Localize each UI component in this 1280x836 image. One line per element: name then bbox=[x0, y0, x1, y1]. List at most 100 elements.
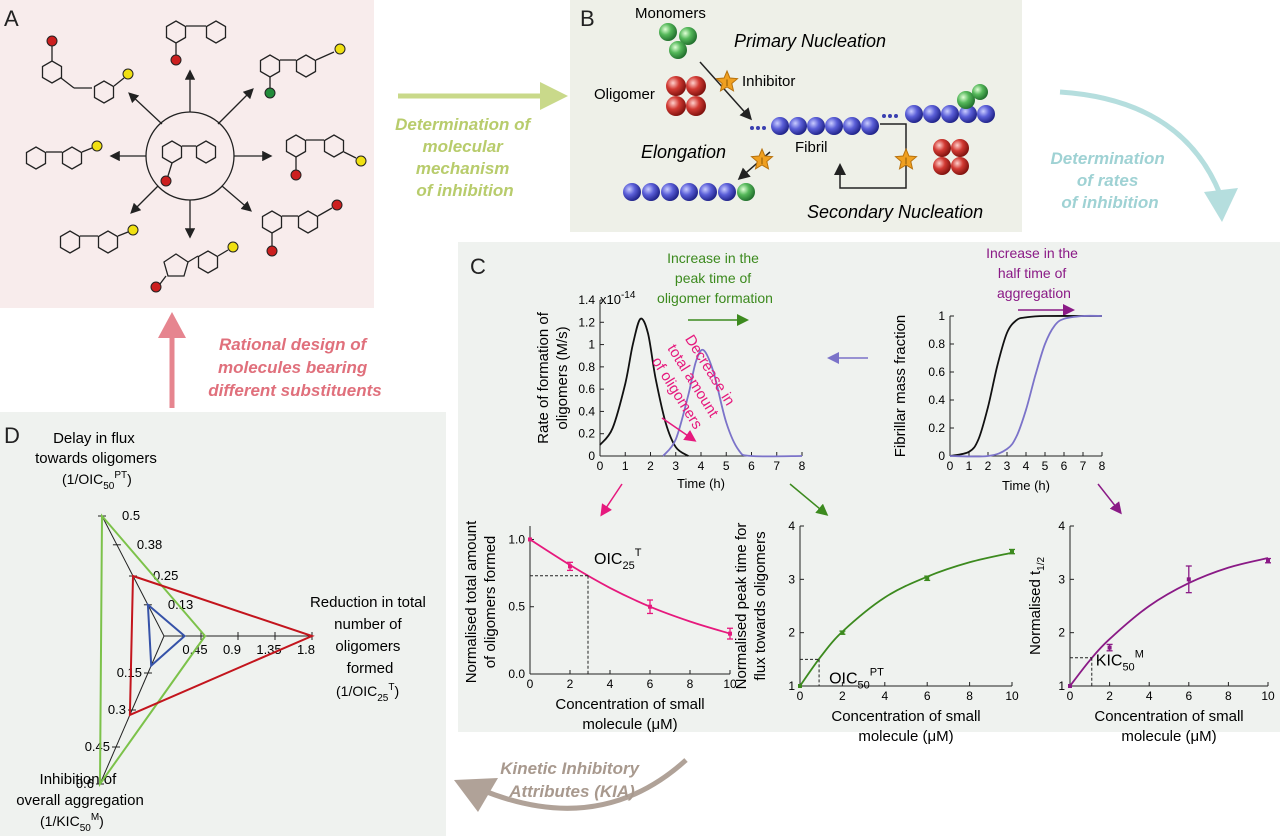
rate-to-chart1-arrow bbox=[600, 483, 623, 517]
molecule-library-diagram bbox=[25, 20, 367, 293]
rate-series-line bbox=[599, 317, 689, 457]
y-axis-label-line: flux towards oligomers bbox=[752, 531, 769, 680]
x-tick-label: 3 bbox=[1004, 459, 1011, 473]
protein-sphere bbox=[807, 117, 825, 135]
radar-tick-label: 0.5 bbox=[122, 508, 140, 523]
arrow-rates bbox=[1059, 89, 1238, 222]
y-axis-label-line: oligomers (M/s) bbox=[554, 326, 571, 429]
peak-time-caption: Increase in the peak time of oligomer fo… bbox=[657, 250, 773, 306]
substituent-ball bbox=[227, 241, 239, 253]
radar-tick-label: 0.25 bbox=[153, 568, 178, 583]
y-tick-label: 0.8 bbox=[578, 360, 595, 374]
mass-to-chart3-arrow bbox=[1097, 483, 1122, 515]
substituent-ball bbox=[122, 68, 134, 80]
protein-sphere bbox=[737, 183, 755, 201]
substituent-ball bbox=[334, 43, 346, 55]
substituent-ball bbox=[264, 87, 276, 99]
monomers-label: Monomers bbox=[635, 5, 706, 22]
bond bbox=[167, 162, 173, 177]
annotation-sup: PT bbox=[870, 666, 884, 678]
y-tick-label: 0.0 bbox=[508, 667, 525, 681]
x-tick-label: 10 bbox=[1005, 689, 1019, 703]
annotation-base: KIC bbox=[1096, 653, 1123, 670]
determination-mechanism-label: Determination of molecular mechanism of … bbox=[395, 115, 535, 200]
secondary-nucleation-label: Secondary Nucleation bbox=[807, 202, 983, 222]
annotation-sub: 25 bbox=[622, 560, 634, 572]
radar-tick-label: 1.8 bbox=[297, 642, 315, 657]
x-tick-label: 3 bbox=[672, 459, 679, 473]
x-tick-label: 0 bbox=[797, 689, 804, 703]
bond bbox=[60, 77, 75, 89]
arrow-kia bbox=[454, 758, 688, 812]
x-tick-label: 4 bbox=[1146, 689, 1153, 703]
protein-sphere bbox=[666, 96, 686, 116]
protein-sphere bbox=[686, 96, 706, 116]
oligomer-label: Oligomer bbox=[594, 86, 655, 103]
bond bbox=[217, 249, 229, 257]
threshold-annotation: KIC50M bbox=[1096, 649, 1144, 674]
x-tick-label: 10 bbox=[723, 677, 737, 691]
x-tick-label: 0 bbox=[947, 459, 954, 473]
threshold-annotation: OIC25T bbox=[594, 547, 642, 572]
protein-sphere bbox=[957, 91, 975, 109]
y-axis-label: Normalised t1/2 bbox=[1027, 557, 1047, 656]
x-tick-label: 8 bbox=[1225, 689, 1232, 703]
protein-sphere bbox=[771, 117, 789, 135]
x-tick-label: 5 bbox=[723, 459, 730, 473]
fit-curve bbox=[799, 551, 1013, 687]
y-tick-label: 1 bbox=[1058, 679, 1065, 693]
inhibitor-symbol: I bbox=[726, 78, 729, 88]
x-tick-label: 1 bbox=[966, 459, 973, 473]
benzene-ring bbox=[93, 80, 115, 104]
substituent-ball bbox=[150, 281, 162, 293]
x-tick-label: 8 bbox=[687, 677, 694, 691]
x-tick-label: 1 bbox=[622, 459, 629, 473]
x-tick-label: 0 bbox=[527, 677, 534, 691]
substituent-ball bbox=[91, 140, 103, 152]
x-tick-label: 8 bbox=[966, 689, 973, 703]
protein-sphere bbox=[825, 117, 843, 135]
protein-sphere bbox=[951, 157, 969, 175]
fibril-dot bbox=[882, 114, 886, 118]
x-axis-label-line: molecule (μM) bbox=[858, 728, 953, 745]
x-tick-label: 7 bbox=[773, 459, 780, 473]
y-tick-label: 0.6 bbox=[928, 365, 945, 379]
y-tick-label: 0.5 bbox=[508, 600, 525, 614]
protein-sphere bbox=[718, 183, 736, 201]
protein-sphere bbox=[905, 105, 923, 123]
x-tick-label: 0 bbox=[597, 459, 604, 473]
radar-series-polygon bbox=[128, 574, 315, 717]
fit-curve bbox=[1069, 557, 1269, 687]
inhibitor-label: Inhibitor bbox=[742, 73, 795, 90]
x-tick-label: 4 bbox=[698, 459, 705, 473]
x-tick-label: 2 bbox=[1106, 689, 1113, 703]
annotation-sup: T bbox=[635, 547, 642, 559]
y-axis-label-line: Normalised total amount bbox=[463, 520, 480, 683]
determination-rates-label: Determination of rates of inhibition bbox=[1050, 149, 1169, 212]
substituent-ball bbox=[290, 169, 302, 181]
benzene-ring bbox=[195, 140, 217, 164]
x-tick-label: 4 bbox=[1023, 459, 1030, 473]
bond bbox=[159, 275, 167, 285]
nucleation-arrow bbox=[699, 61, 752, 121]
protein-sphere bbox=[699, 183, 717, 201]
y-tick-label: 1.4 bbox=[578, 293, 595, 307]
x-tick-label: 10 bbox=[1261, 689, 1275, 703]
y-axis-label-line: Normalised peak time for bbox=[733, 523, 750, 690]
y-axis-label-line: Fibrillar mass fraction bbox=[892, 315, 909, 458]
x-tick-label: 0 bbox=[1067, 689, 1074, 703]
cyclopentane-ring bbox=[163, 253, 189, 277]
y-tick-label: 0 bbox=[938, 449, 945, 463]
x-tick-label: 6 bbox=[924, 689, 931, 703]
y-tick-label: 2 bbox=[1058, 626, 1065, 640]
rate-exponent: x10-14 bbox=[600, 290, 636, 307]
inhibitor-star bbox=[894, 147, 918, 170]
x-axis-label-line: Concentration of small bbox=[831, 708, 980, 725]
protein-sphere bbox=[951, 139, 969, 157]
